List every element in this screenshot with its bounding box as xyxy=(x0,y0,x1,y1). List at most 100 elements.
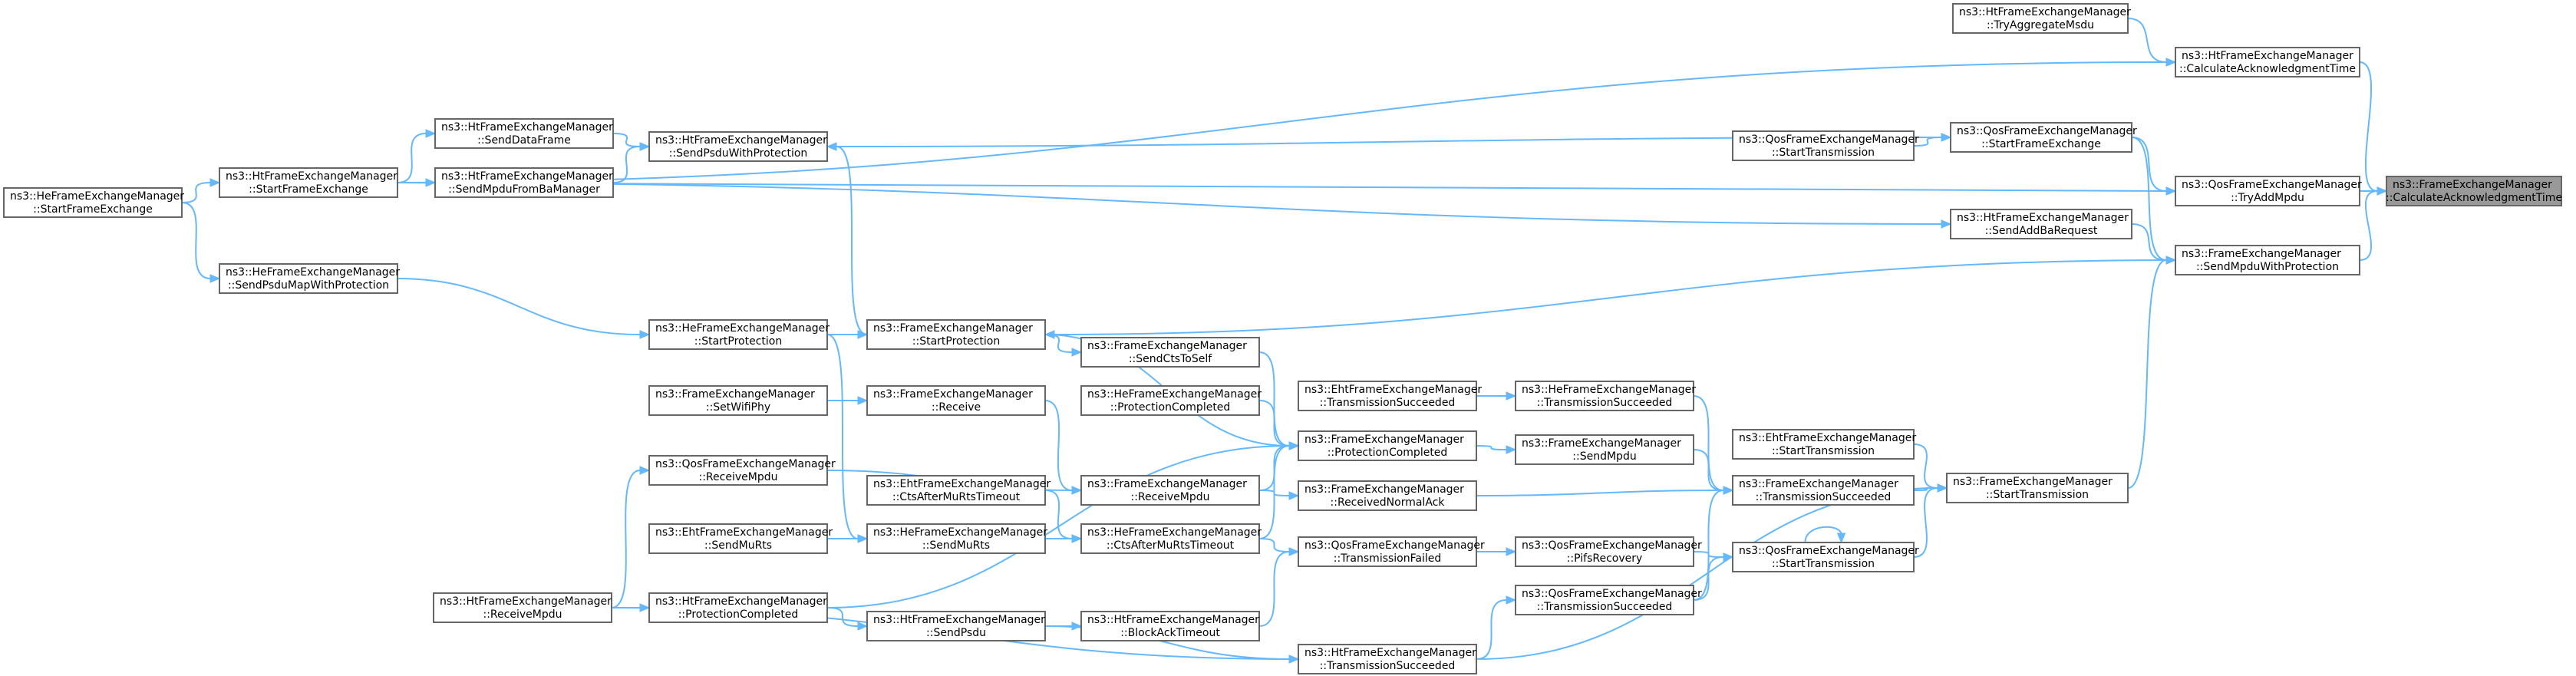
graph-node[interactable]: ns3::FrameExchangeManager::ReceiveMpdu xyxy=(1080,475,1260,506)
graph-node[interactable]: ns3::HeFrameExchangeManager::StartProtec… xyxy=(648,319,830,350)
node-box[interactable] xyxy=(2175,176,2360,206)
node-box[interactable] xyxy=(1298,430,1477,461)
graph-node[interactable]: ns3::HtFrameExchangeManager::TryAggregat… xyxy=(1952,3,2131,34)
graph-node[interactable]: ns3::EhtFrameExchangeManager::SendMuRts xyxy=(648,523,833,554)
node-box[interactable] xyxy=(1732,475,1915,506)
edge-arrowhead xyxy=(1723,486,1734,495)
graph-node[interactable]: ns3::FrameExchangeManager::SendMpduWithP… xyxy=(2175,245,2360,275)
graph-node[interactable]: ns3::FrameExchangeManager::StartProtecti… xyxy=(866,319,1046,350)
node-box[interactable] xyxy=(866,611,1046,641)
graph-node[interactable]: ns3::QosFrameExchangeManager::PifsRecove… xyxy=(1515,536,1702,567)
graph-node[interactable]: ns3::FrameExchangeManager::Receive xyxy=(866,385,1046,416)
graph-node[interactable]: ns3::QosFrameExchangeManager::StartFrame… xyxy=(1950,122,2137,153)
graph-node[interactable]: ns3::HtFrameExchangeManager::Transmissio… xyxy=(1298,644,1477,674)
node-label-line2: ::SendMpdu xyxy=(1572,450,1636,463)
node-label-line1: ns3::FrameExchangeManager xyxy=(2393,179,2552,191)
node-label-line2: ::ReceiveMpdu xyxy=(483,608,562,621)
node-box[interactable] xyxy=(1515,434,1694,465)
graph-node[interactable]: ns3::HeFrameExchangeManager::SendPsduMap… xyxy=(219,263,400,294)
graph-node[interactable]: ns3::HtFrameExchangeManager::SendAddBaRe… xyxy=(1950,209,2132,239)
node-box[interactable] xyxy=(1950,209,2132,239)
graph-node[interactable]: ns3::QosFrameExchangeManager::ReceiveMpd… xyxy=(648,455,836,486)
graph-node[interactable]: ns3::FrameExchangeManager::SendCtsToSelf xyxy=(1080,337,1260,368)
graph-edge xyxy=(826,534,869,543)
node-box[interactable] xyxy=(1515,381,1694,411)
node-box[interactable] xyxy=(2175,47,2360,77)
node-box[interactable] xyxy=(648,523,828,554)
node-box[interactable] xyxy=(1080,385,1260,416)
graph-edge xyxy=(2127,256,2177,489)
node-box[interactable] xyxy=(3,187,183,218)
graph-node[interactable]: ns3::HtFrameExchangeManager::CalculateAc… xyxy=(2175,47,2360,77)
node-box[interactable] xyxy=(1080,337,1260,368)
graph-node[interactable]: ns3::HeFrameExchangeManager::CtsAfterMuR… xyxy=(1080,523,1262,554)
graph-node[interactable]: ns3::HtFrameExchangeManager::StartFrameE… xyxy=(219,167,398,198)
node-label-line1: ns3::HtFrameExchangeManager xyxy=(655,134,827,147)
node-box[interactable] xyxy=(1732,130,1915,161)
graph-node[interactable]: ns3::QosFrameExchangeManager::Transmissi… xyxy=(1298,536,1485,567)
node-box[interactable] xyxy=(219,263,398,294)
graph-node[interactable]: ns3::FrameExchangeManager::ProtectionCom… xyxy=(1298,430,1477,461)
node-label-line1: ns3::EhtFrameExchangeManager xyxy=(1304,384,1482,396)
node-box[interactable] xyxy=(1080,523,1260,554)
node-box[interactable] xyxy=(1732,429,1915,460)
node-box[interactable] xyxy=(1298,536,1477,567)
graph-node[interactable]: ns3::HeFrameExchangeManager::ProtectionC… xyxy=(1080,385,1262,416)
graph-node[interactable]: ns3::HeFrameExchangeManager::SendMuRts xyxy=(866,523,1047,554)
graph-node[interactable]: ns3::FrameExchangeManager::SetWifiPhy xyxy=(648,385,828,416)
node-box[interactable] xyxy=(1946,473,2129,503)
node-box[interactable] xyxy=(434,167,614,198)
graph-node[interactable]: ns3::HtFrameExchangeManager::SendMpduFro… xyxy=(434,167,614,198)
graph-node[interactable]: ns3::HtFrameExchangeManager::ProtectionC… xyxy=(648,592,828,623)
edge-arrowhead xyxy=(857,534,869,543)
node-box[interactable] xyxy=(1515,536,1694,567)
node-box[interactable] xyxy=(866,385,1046,416)
node-box[interactable] xyxy=(434,118,614,149)
node-label-line1: ns3::FrameExchangeManager xyxy=(2182,248,2341,260)
graph-node[interactable]: ns3::HtFrameExchangeManager::ReceiveMpdu xyxy=(433,592,612,623)
graph-node[interactable]: ns3::HtFrameExchangeManager::SendPsdu xyxy=(866,611,1046,641)
graph-node[interactable]: ns3::QosFrameExchangeManager::StartTrans… xyxy=(1732,130,1919,161)
edge-arrowhead xyxy=(1288,547,1300,556)
node-box[interactable] xyxy=(1952,3,2129,34)
node-box[interactable] xyxy=(866,475,1046,506)
edge-arrowhead xyxy=(2165,186,2177,196)
node-box[interactable] xyxy=(866,319,1046,350)
graph-node[interactable]: ns3::FrameExchangeManager::StartTransmis… xyxy=(1946,473,2129,503)
node-box[interactable] xyxy=(648,455,828,486)
node-box[interactable] xyxy=(648,131,828,162)
edge-arrowhead xyxy=(1723,552,1734,562)
node-box[interactable] xyxy=(1298,644,1477,674)
node-box[interactable] xyxy=(219,167,398,198)
node-box[interactable] xyxy=(1515,585,1694,615)
graph-node[interactable]: ns3::QosFrameExchangeManager::TryAddMpdu xyxy=(2175,176,2362,206)
graph-node[interactable]: ns3::HtFrameExchangeManager::SendPsduWit… xyxy=(648,131,828,162)
node-box[interactable] xyxy=(1080,475,1260,506)
node-box[interactable] xyxy=(1950,122,2132,153)
graph-node[interactable]: ns3::QosFrameExchangeManager::Transmissi… xyxy=(1515,585,1702,615)
graph-node[interactable]: ns3::HeFrameExchangeManager::StartFrameE… xyxy=(3,187,184,218)
graph-node[interactable]: ns3::EhtFrameExchangeManager::CtsAfterMu… xyxy=(866,475,1051,506)
node-label-line1: ns3::HeFrameExchangeManager xyxy=(1087,526,1262,539)
graph-node[interactable]: ns3::FrameExchangeManager::TransmissionS… xyxy=(1732,475,1915,506)
node-box[interactable] xyxy=(866,523,1046,554)
node-box[interactable] xyxy=(433,592,612,623)
graph-node[interactable]: ns3::QosFrameExchangeManager::StartTrans… xyxy=(1732,542,1919,572)
node-box[interactable] xyxy=(1732,542,1915,572)
node-box[interactable] xyxy=(648,385,828,416)
graph-edge xyxy=(611,466,651,608)
graph-node[interactable]: ns3::EhtFrameExchangeManager::StartTrans… xyxy=(1732,429,1916,460)
graph-node[interactable]: ns3::HtFrameExchangeManager::BlockAckTim… xyxy=(1080,611,1260,641)
node-box[interactable] xyxy=(1298,381,1477,411)
node-box[interactable] xyxy=(2175,245,2360,275)
graph-node[interactable]: ns3::FrameExchangeManager::SendMpdu xyxy=(1515,434,1694,465)
node-box[interactable] xyxy=(1080,611,1260,641)
node-box[interactable] xyxy=(1298,480,1477,511)
graph-node[interactable]: ns3::HeFrameExchangeManager::Transmissio… xyxy=(1515,381,1696,411)
node-box[interactable] xyxy=(648,319,828,350)
graph-node[interactable]: ns3::FrameExchangeManager::ReceivedNorma… xyxy=(1298,480,1477,511)
edge-line xyxy=(181,202,211,279)
graph-node[interactable]: ns3::HtFrameExchangeManager::SendDataFra… xyxy=(434,118,614,149)
graph-node[interactable]: ns3::EhtFrameExchangeManager::Transmissi… xyxy=(1298,381,1482,411)
node-box[interactable] xyxy=(648,592,828,623)
